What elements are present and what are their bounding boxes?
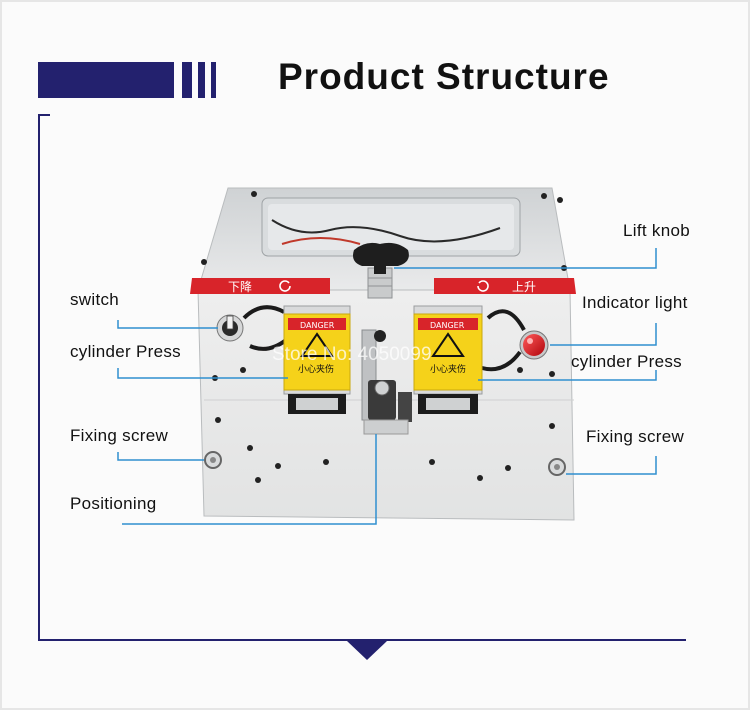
label-lift-knob: Lift knob bbox=[623, 221, 690, 240]
air-tubing bbox=[242, 305, 526, 372]
panel-right-text: 上升 bbox=[512, 280, 536, 294]
page-title: Product Structure bbox=[278, 56, 610, 97]
label-fixing-screw-left: Fixing screw bbox=[70, 426, 169, 445]
warning-left-text: 小心夹伤 bbox=[298, 363, 334, 375]
header-banner-stripe bbox=[198, 62, 205, 98]
cylinder-press-left: DANGER 小心夹伤 bbox=[283, 305, 351, 414]
indicator-light bbox=[519, 330, 549, 360]
label-cylinder-press-right: cylinder Press bbox=[571, 352, 682, 371]
lift-knob bbox=[353, 242, 409, 299]
callout-lines bbox=[117, 248, 657, 525]
callout-line-cylinder-press-left bbox=[117, 368, 288, 379]
callout-line-cylinder-press-right bbox=[478, 370, 657, 381]
switch-knob bbox=[216, 314, 244, 342]
callout-line-indicator-light bbox=[550, 323, 657, 346]
callout-line-positioning bbox=[122, 434, 377, 525]
machine-top-face bbox=[197, 187, 571, 291]
fixing-screws bbox=[204, 451, 566, 476]
callout-line-fixing-screw-left bbox=[117, 452, 204, 461]
label-cylinder-press-left: cylinder Press bbox=[70, 342, 181, 361]
frame-rule-bottom bbox=[38, 639, 686, 641]
header-banner-bar bbox=[38, 62, 174, 98]
callout-line-lift-knob bbox=[394, 248, 657, 269]
frame-down-arrow bbox=[347, 641, 387, 660]
warning-right-text: 小心夹伤 bbox=[430, 363, 466, 375]
label-switch: switch bbox=[70, 290, 120, 309]
label-fixing-screw-right: Fixing screw bbox=[586, 427, 685, 446]
label-positioning: Positioning bbox=[70, 494, 157, 513]
positioning-mechanism bbox=[361, 329, 412, 435]
header-banner-stripe bbox=[211, 62, 216, 98]
label-indicator-light: Indicator light bbox=[582, 293, 688, 312]
red-label-panels: 下降 上升 bbox=[190, 278, 576, 294]
callout-line-fixing-screw-right bbox=[566, 456, 657, 475]
panel-left-text: 下降 bbox=[228, 280, 252, 294]
warning-left-header: DANGER bbox=[300, 321, 335, 330]
frame-rule-top bbox=[38, 114, 50, 116]
watermark-text: Store No: 4050099 bbox=[272, 344, 432, 365]
callout-line-switch bbox=[117, 320, 218, 329]
panel-holes bbox=[201, 197, 567, 483]
warning-right-header: DANGER bbox=[430, 321, 465, 330]
cylinder-press-right: DANGER 小心夹伤 bbox=[413, 305, 483, 414]
frame-rule-left bbox=[38, 114, 40, 641]
header-banner-stripe bbox=[182, 62, 192, 98]
